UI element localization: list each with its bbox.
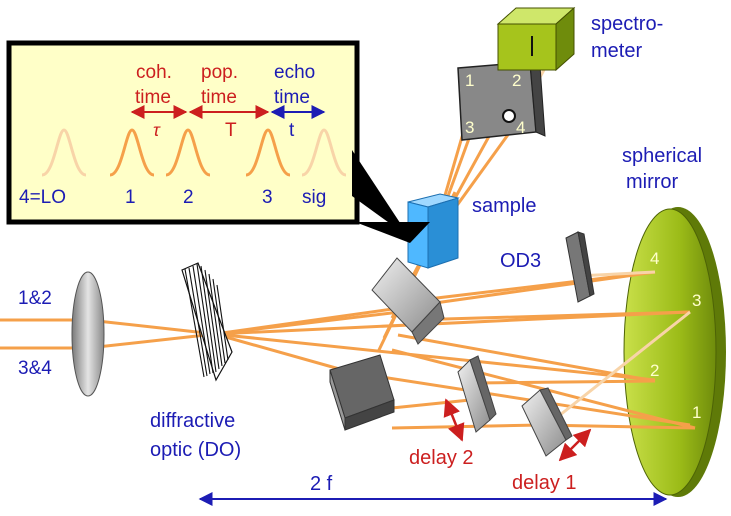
detector-spot-3: 3: [465, 118, 474, 137]
upper-fold-mirror: [371, 257, 445, 345]
delay-1-arrow: [558, 428, 592, 462]
spherical-mirror: [623, 207, 726, 497]
echo-time-word: time: [274, 87, 310, 108]
delay-1-stage: [521, 387, 573, 457]
spectrometer-box: [496, 6, 576, 72]
coherence-header: coh.: [136, 62, 172, 83]
delay-2-arrow: [443, 398, 465, 442]
lower-fold-mirror: [329, 354, 395, 431]
pulse-1: [109, 128, 155, 177]
mirror-spot-3: 3: [692, 291, 701, 310]
detector-spot-2: 2: [512, 71, 521, 90]
mirror-spot-1: 1: [692, 403, 701, 422]
spherical-label-1: spherical: [622, 145, 702, 167]
mirror-spot-2: 2: [650, 361, 659, 380]
delay-2-stage: [457, 355, 497, 433]
spectrometer-label-1: spectro-: [591, 13, 663, 35]
pulse-3: [245, 128, 291, 177]
spherical-label-2: mirror: [626, 171, 679, 193]
coherence-time-word: time: [135, 87, 171, 108]
pulse-label-sig: sig: [302, 187, 326, 208]
sample-cuvette: [407, 193, 460, 269]
detector-spot-4: 4: [516, 118, 525, 137]
pulse-2: [165, 128, 211, 177]
signal-pulse: [301, 128, 347, 177]
t-symbol: t: [289, 120, 295, 141]
pulse-label-2: 2: [183, 187, 194, 208]
delay-1-label: delay 1: [512, 472, 577, 494]
tau-symbol: τ: [153, 120, 161, 140]
diffractive-optic-label-1: diffractive: [150, 410, 235, 432]
diffractive-optic-label-2: optic (DO): [150, 439, 241, 461]
pulse-label-1: 1: [125, 187, 136, 208]
od3-label: OD3: [500, 250, 541, 272]
T-symbol: T: [225, 120, 237, 141]
delay-2-label: delay 2: [409, 447, 474, 469]
input-label-12: 1&2: [18, 288, 52, 309]
population-time-word: time: [201, 87, 237, 108]
od3-filter: [565, 231, 595, 303]
sample-label: sample: [472, 195, 536, 217]
echo-header: echo: [274, 62, 315, 83]
pulse-label-lo: 4=LO: [19, 187, 66, 208]
mirror-spot-4: 4: [650, 249, 659, 268]
spectrometer-label-2: meter: [591, 40, 642, 62]
diffractive-optic: [181, 262, 233, 382]
lo-pulse: [41, 128, 87, 177]
focusing-lens: [71, 271, 105, 397]
detector-spot-1: 1: [465, 71, 474, 90]
input-label-34: 3&4: [18, 358, 52, 379]
population-header: pop.: [201, 62, 238, 83]
detector-plate: [457, 61, 546, 141]
focal-distance-label: 2 f: [310, 473, 333, 495]
pulse-label-3: 3: [262, 187, 273, 208]
